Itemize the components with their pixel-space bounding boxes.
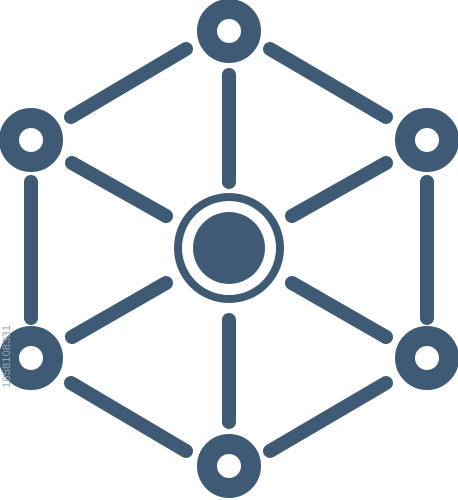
spoke-upper-right bbox=[285, 156, 393, 223]
node-lower-right bbox=[395, 326, 458, 390]
hub-ring bbox=[174, 193, 284, 303]
connector-lines bbox=[24, 42, 434, 458]
spoke-lower-left bbox=[65, 276, 173, 344]
spoke-upper-left bbox=[65, 156, 173, 223]
edge-top-left bbox=[64, 42, 193, 124]
edge-bottom-right bbox=[263, 376, 393, 458]
hub-core bbox=[193, 212, 265, 284]
edge-top-right bbox=[263, 42, 393, 124]
node-upper-right bbox=[395, 108, 458, 172]
node-top bbox=[197, 0, 261, 63]
node-upper-left bbox=[0, 108, 63, 172]
node-lower-left bbox=[0, 326, 63, 390]
side-code: 1858108331 bbox=[1, 324, 13, 388]
node-bottom bbox=[197, 434, 261, 498]
spoke-lower-right bbox=[285, 276, 393, 344]
edge-bottom-left bbox=[64, 376, 193, 458]
center-hub bbox=[174, 193, 284, 303]
